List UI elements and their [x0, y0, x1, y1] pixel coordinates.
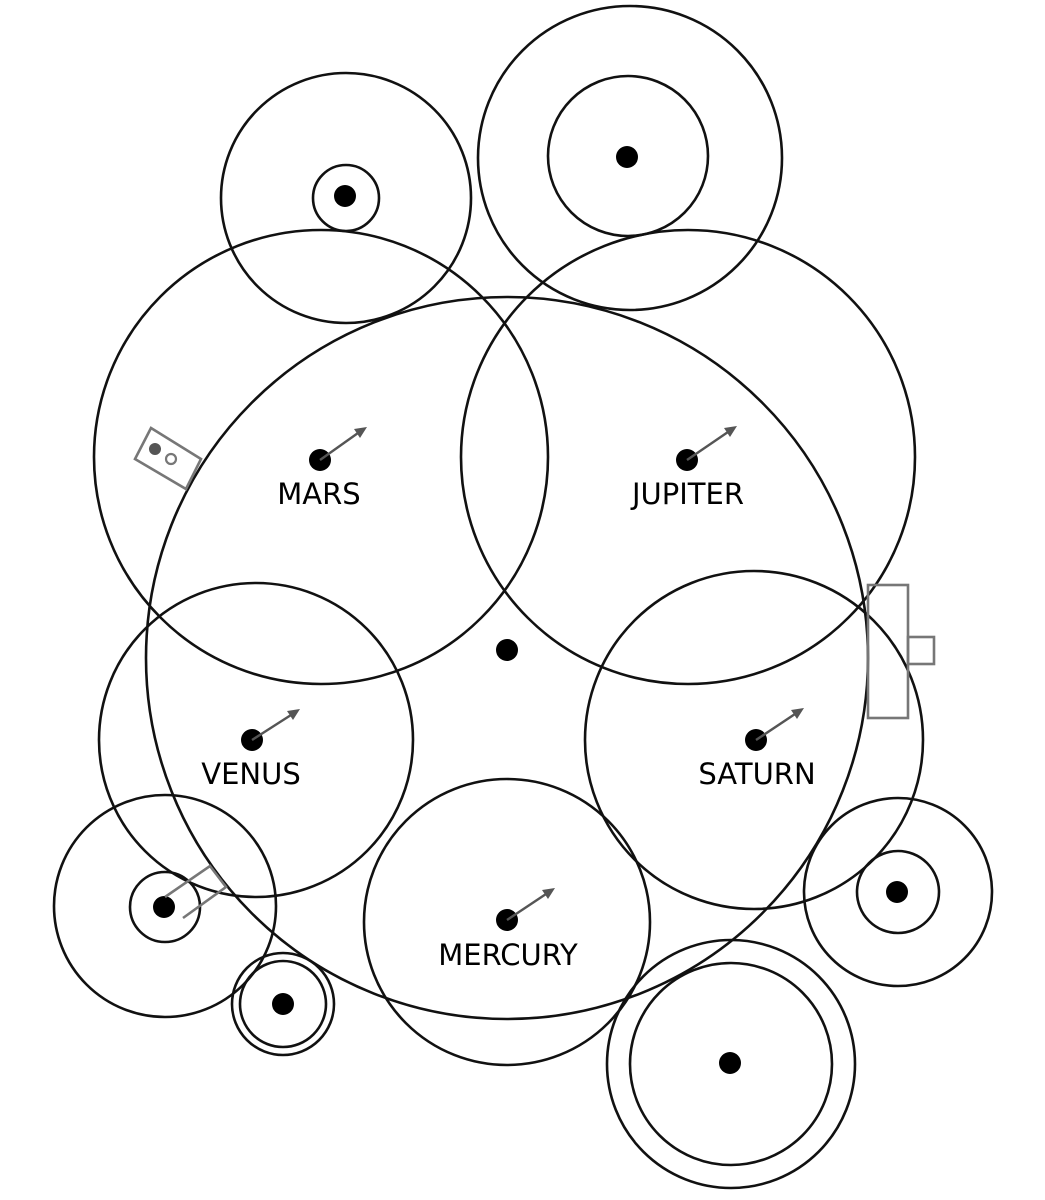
bracket-hole — [164, 452, 178, 466]
small-bottom-axle — [272, 993, 294, 1015]
jupiter-wheel — [459, 228, 917, 686]
top-left-axle — [334, 185, 356, 207]
left-bracket-part — [133, 426, 203, 491]
right-bracket-part — [866, 583, 936, 720]
mercury-label: MERCURY — [438, 938, 578, 972]
mars-pointer — [319, 427, 367, 461]
saturn-wheel — [583, 569, 925, 911]
saturn-pointer — [755, 708, 804, 741]
central-axle — [496, 639, 518, 661]
saturn-label: SATURN — [698, 757, 815, 791]
right-gear-outer — [802, 796, 994, 988]
mercury-wheel — [362, 777, 652, 1067]
bottom-right-gear-inner — [628, 961, 834, 1167]
bracket-pin — [149, 443, 161, 455]
top-left-gear-inner — [311, 163, 381, 233]
small-bottom-gear-inner — [238, 959, 328, 1049]
small-bottom-gear-outer — [230, 951, 336, 1057]
top-right-gear-outer — [476, 4, 784, 312]
bottom-left-lever-part — [164, 864, 228, 920]
venus-label: VENUS — [201, 757, 301, 791]
jupiter-pointer — [686, 426, 737, 461]
mars-wheel — [92, 228, 550, 686]
mars-label: MARS — [277, 477, 360, 511]
top-left-gear-outer — [219, 71, 473, 325]
bottom-right-axle — [719, 1052, 741, 1074]
jupiter-label: JUPITER — [630, 477, 744, 511]
top-right-axle — [616, 146, 638, 168]
bottom-right-gear-outer — [605, 938, 857, 1190]
top-right-gear-inner — [546, 74, 710, 238]
mercury-pointer — [506, 888, 555, 921]
venus-pointer — [251, 709, 300, 742]
right-gear-inner — [855, 849, 941, 935]
venus-wheel — [97, 581, 415, 899]
right-axle — [886, 881, 908, 903]
bottom-left-gear-outer — [52, 793, 278, 1019]
bottom-left-axle — [153, 896, 175, 918]
